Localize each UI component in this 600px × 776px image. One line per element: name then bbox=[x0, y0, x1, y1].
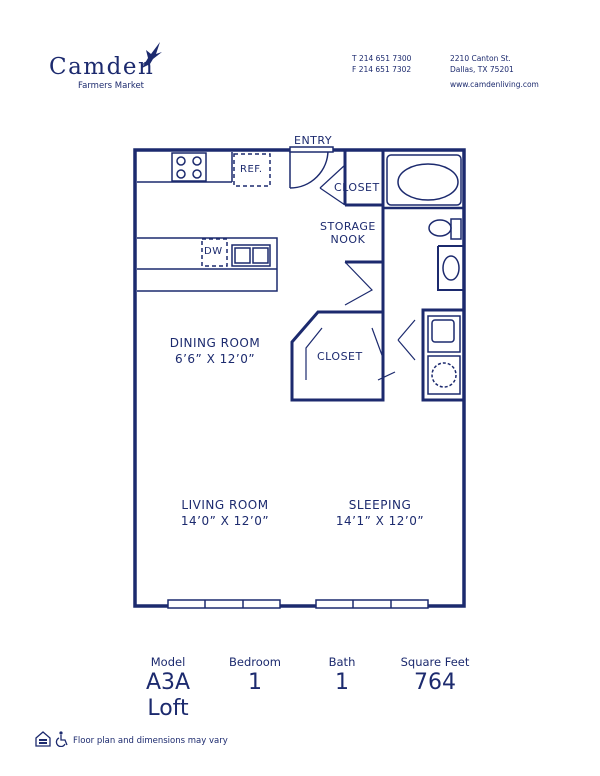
phone-block: T 214 651 7300 F 214 651 7302 bbox=[352, 53, 411, 75]
dining-room-label: DINING ROOM 6’6” X 12’0” bbox=[150, 336, 280, 366]
accessibility-icon bbox=[55, 731, 68, 747]
storage-nook-label: STORAGE NOOK bbox=[320, 220, 376, 246]
model-label: Model bbox=[150, 655, 186, 669]
model-value: A3A bbox=[145, 670, 191, 695]
dining-room-dims: 6’6” X 12’0” bbox=[174, 352, 256, 366]
hummingbird-icon bbox=[142, 42, 162, 68]
storage-label-line1: STORAGE bbox=[320, 220, 376, 233]
disclaimer-note: Floor plan and dimensions may vary bbox=[73, 736, 228, 746]
dining-room-name: DINING ROOM bbox=[169, 336, 261, 350]
square-feet-stat: Square Feet 764 bbox=[393, 655, 477, 695]
bath-stat: Bath 1 bbox=[302, 655, 382, 695]
model-sub: Loft bbox=[147, 696, 189, 721]
bedroom-label: Bedroom bbox=[228, 655, 281, 669]
closet-top-label: CLOSET bbox=[334, 181, 380, 194]
bath-label: Bath bbox=[328, 655, 356, 669]
community-name: Farmers Market bbox=[78, 81, 145, 91]
bedroom-value: 1 bbox=[248, 670, 262, 695]
sleeping-name: SLEEPING bbox=[348, 498, 412, 512]
phone-number: T 214 651 7300 bbox=[352, 54, 412, 63]
living-room-name: LIVING ROOM bbox=[181, 498, 269, 512]
refrigerator-label: REF. bbox=[240, 164, 263, 175]
fax-number: F 214 651 7302 bbox=[352, 65, 412, 74]
sleeping-dims: 14’1” X 12’0” bbox=[335, 514, 425, 528]
bath-value: 1 bbox=[335, 670, 349, 695]
square-feet-value: 764 bbox=[414, 670, 456, 695]
storage-label-line2: NOOK bbox=[330, 233, 366, 246]
closet-mid-label: CLOSET bbox=[317, 350, 363, 363]
equal-housing-icon bbox=[35, 731, 51, 747]
website-link[interactable]: www.camdenliving.com bbox=[450, 80, 539, 89]
dishwasher-label: DW bbox=[204, 246, 223, 257]
model-stat: Model A3A Loft bbox=[128, 655, 208, 721]
entry-label: ENTRY bbox=[294, 134, 333, 147]
living-room-label: LIVING ROOM 14’0” X 12’0” bbox=[155, 498, 295, 528]
brand-logo-text: Camden bbox=[49, 54, 155, 80]
square-feet-label: Square Feet bbox=[400, 655, 470, 669]
street-address: 2210 Canton St. bbox=[450, 54, 511, 63]
sleeping-label: SLEEPING 14’1” X 12’0” bbox=[310, 498, 450, 528]
address-block: 2210 Canton St. Dallas, TX 75201 bbox=[450, 53, 514, 75]
living-room-dims: 14’0” X 12’0” bbox=[180, 514, 270, 528]
city-address: Dallas, TX 75201 bbox=[450, 65, 514, 74]
bedroom-stat: Bedroom 1 bbox=[215, 655, 295, 695]
